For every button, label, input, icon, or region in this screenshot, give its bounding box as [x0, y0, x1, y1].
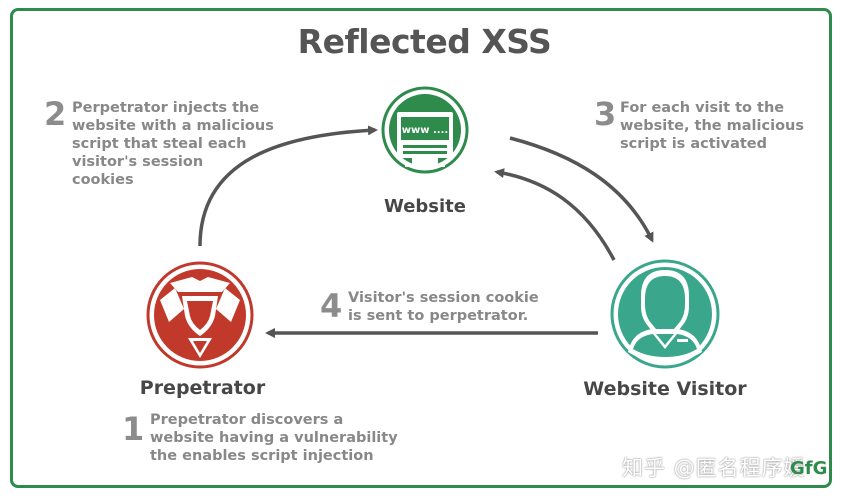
website-screen-text: www ....	[402, 125, 448, 136]
diagram-title: Reflected XSS	[297, 22, 552, 61]
step-4-text: Visitor's session cookie is sent to perp…	[348, 290, 539, 324]
step-3-text: For each visit to the website, the malic…	[620, 100, 804, 152]
website-label: Website	[383, 196, 466, 217]
step-4-number: 4	[320, 287, 343, 325]
perpetrator-label: Prepetrator	[139, 377, 266, 399]
step-3-number: 3	[594, 95, 617, 133]
website-icon: www ....	[381, 86, 469, 174]
step-1-text: Prepetrator discovers a website having a…	[150, 412, 398, 464]
perpetrator-icon	[146, 261, 254, 369]
step-1-number: 1	[122, 410, 145, 448]
step-2-text: Perpetrator injects the website with a m…	[72, 100, 274, 188]
arrow-website-to-visitor	[509, 136, 654, 243]
step-2-number: 2	[44, 95, 67, 133]
watermark-text: 知乎 @匿名程序媛	[622, 456, 806, 480]
visitor-icon	[610, 259, 720, 369]
arrow-perpetrator-to-website	[198, 125, 378, 247]
arrow-visitor-to-website	[494, 168, 616, 261]
visitor-label: Website Visitor	[583, 378, 747, 400]
gfg-logo: GfG	[790, 458, 828, 479]
